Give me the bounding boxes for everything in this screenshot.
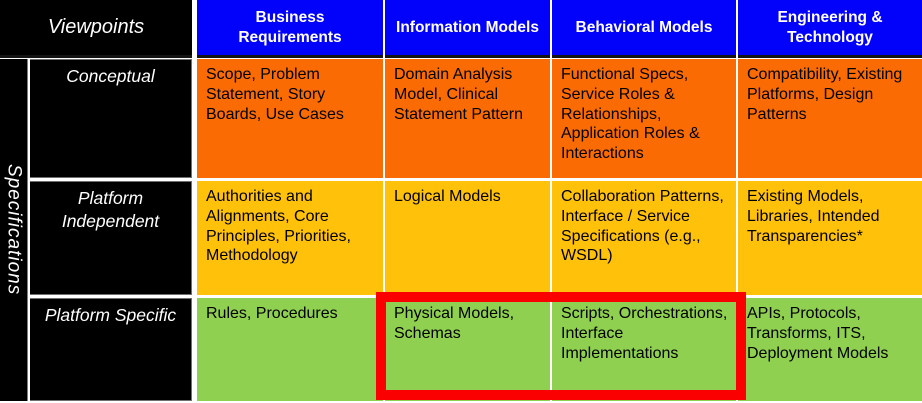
cell-specific-behavioral: Scripts, Orchestrations, Interface Imple… <box>552 298 736 401</box>
column-header-business-requirements: Business Requirements <box>197 0 383 58</box>
viewpoints-header-cell: Viewpoints <box>0 0 192 58</box>
cell-independent-behavioral: Collaboration Patterns, Interface / Serv… <box>552 181 736 295</box>
column-header-behavioral-models: Behavioral Models <box>552 0 736 58</box>
cell-conceptual-business: Scope, Problem Statement, Story Boards, … <box>197 59 383 178</box>
row-label-platform-independent: Platform Independent <box>30 181 192 295</box>
column-header-engineering-technology: Engineering & Technology <box>738 0 922 58</box>
cell-independent-information: Logical Models <box>385 181 550 295</box>
highlight-box <box>376 292 746 400</box>
cell-independent-engineering: Existing Models, Libraries, Intended Tra… <box>738 181 922 295</box>
cell-conceptual-behavioral: Functional Specs, Service Roles & Relati… <box>552 59 736 178</box>
cell-specific-business: Rules, Procedures <box>197 298 383 401</box>
cell-independent-business: Authorities and Alignments, Core Princip… <box>197 181 383 295</box>
cell-specific-engineering: APIs, Protocols, Transforms, ITS, Deploy… <box>738 298 922 401</box>
row-label-platform-specific: Platform Specific <box>30 298 192 401</box>
cell-specific-information: Physical Models, Schemas <box>385 298 550 401</box>
cell-conceptual-engineering: Compatibility, Existing Platforms, Desig… <box>738 59 922 178</box>
column-header-information-models: Information Models <box>385 0 550 58</box>
viewpoints-label: Viewpoints <box>47 16 145 38</box>
row-label-conceptual: Conceptual <box>30 59 192 178</box>
specifications-label: Specifications <box>3 164 25 296</box>
cell-conceptual-information: Domain Analysis Model, Clinical Statemen… <box>385 59 550 178</box>
specifications-spine: Specifications <box>0 59 28 401</box>
